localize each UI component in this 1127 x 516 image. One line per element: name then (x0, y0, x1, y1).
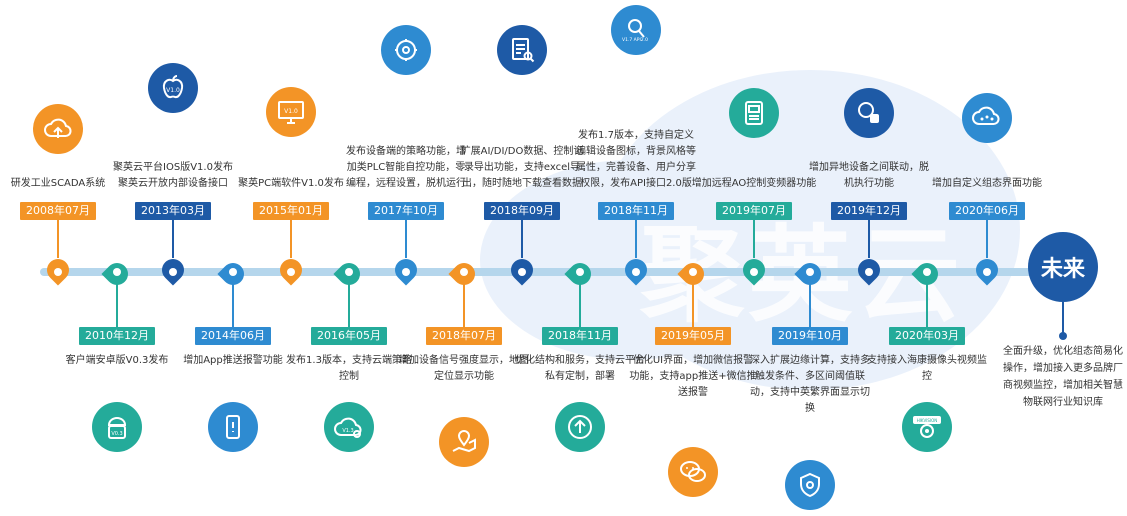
milestone-description: 研发工业SCADA系统 (10, 178, 106, 189)
milestone-description: 深入扩展边缘计算，支持多触发条件、多区间阈值联动，支持中英繁界面显示切换 (750, 355, 870, 414)
milestone-stem (348, 284, 350, 327)
milestone-date-badge: 2014年06月 (195, 327, 271, 345)
milestone-description: 客户端安卓版V0.3发布 (65, 355, 169, 366)
inverter-icon (729, 88, 779, 138)
milestone-dot (750, 268, 758, 276)
map-pin-icon (439, 417, 489, 467)
milestone-stem (521, 220, 523, 258)
milestone-dot (923, 268, 931, 276)
milestone-description: 增加远程AO控制变频器功能 (691, 178, 817, 189)
future-description: 全面升级，优化组态简易化操作，增加接入更多品牌厂商视频监控，增加相关智慧物联网行… (1003, 346, 1123, 408)
milestone-date-badge: 2013年03月 (135, 202, 211, 220)
milestone-description: 聚英云平台IOS版V1.0发布聚英云开放内部设备接口 (113, 162, 233, 189)
milestone-description: 增加App推送报警功能 (183, 355, 283, 366)
milestone-description: 优化结构和服务，支持云平台私有定制，部署 (515, 355, 645, 382)
milestone-description: 优化UI界面，增加微信报警功能，支持app推送+微信推送报警 (629, 355, 757, 398)
milestone-dot (229, 268, 237, 276)
milestone-dot (460, 268, 468, 276)
svg-text:V1.7 API2.0: V1.7 API2.0 (622, 37, 648, 43)
milestone-stem (579, 284, 581, 327)
network-cloud-icon (962, 93, 1012, 143)
upload-circle-icon (555, 402, 605, 452)
milestone-stem (290, 220, 292, 258)
milestone-stem (635, 220, 637, 258)
gear-cycle-icon (381, 25, 431, 75)
milestone-dot (865, 268, 873, 276)
cloud-upload-icon (33, 104, 83, 154)
milestone-description: 支持接入海康摄像头视频监控 (867, 355, 987, 382)
milestone-date-badge: 2015年01月 (253, 202, 329, 220)
phone-alarm-icon (208, 402, 258, 452)
milestone-date-badge: 2019年10月 (772, 327, 848, 345)
milestone-dot (518, 268, 526, 276)
milestone-description: 增加设备信号强度显示，地图定位显示功能 (399, 355, 529, 382)
milestone-stem (116, 284, 118, 327)
milestone-date-badge: 2018年11月 (598, 202, 674, 220)
camera-icon: HIKVISION (902, 402, 952, 452)
svg-text:V1.3: V1.3 (342, 428, 353, 434)
milestone-dot (576, 268, 584, 276)
milestone-dot (806, 268, 814, 276)
milestone-stem (172, 220, 174, 258)
monitor-icon: V1.0 (266, 87, 316, 137)
svg-text:V1.0: V1.0 (166, 87, 180, 94)
milestone-date-badge: 2019年05月 (655, 327, 731, 345)
milestone-dot (113, 268, 121, 276)
milestone-date-badge: 2018年07月 (426, 327, 502, 345)
shield-gear-icon (785, 460, 835, 510)
milestone-date-badge: 2016年05月 (311, 327, 387, 345)
svg-text:HIKVISION: HIKVISION (917, 418, 938, 423)
future-dot (1059, 332, 1067, 340)
milestone-dot (54, 268, 62, 276)
milestone-stem (809, 284, 811, 327)
milestone-stem (692, 284, 694, 327)
milestone-dot (402, 268, 410, 276)
milestone-date-badge: 2019年12月 (831, 202, 907, 220)
milestone-description: 扩展AI/DI/DO数据、控制记录导出功能，支持excel导出，随时随地下载查看… (460, 146, 584, 189)
milestone-description: 发布1.7版本，支持自定义编辑设备图标，背景风格等属性，完善设备、用户分享权限，… (576, 130, 696, 189)
milestone-description: 发布1.3版本，支持云端策略控制 (286, 355, 412, 382)
milestone-description: 增加自定义组态界面功能 (932, 178, 1042, 189)
milestone-date-badge: 2008年07月 (20, 202, 96, 220)
milestone-dot (689, 268, 697, 276)
milestone-dot (983, 268, 991, 276)
wechat-icon (668, 447, 718, 497)
milestone-stem (57, 220, 59, 258)
android-icon: V0.3 (92, 402, 142, 452)
milestone-stem (232, 284, 234, 327)
timeline-axis (40, 268, 1040, 276)
milestone-date-badge: 2010年12月 (79, 327, 155, 345)
future-circle: 未来 (1028, 232, 1098, 302)
svg-text:V0.3: V0.3 (111, 431, 122, 437)
apple-icon: V1.0 (148, 63, 198, 113)
milestone-stem (986, 220, 988, 258)
milestone-dot (169, 268, 177, 276)
milestone-date-badge: 2019年07月 (716, 202, 792, 220)
user-api-icon: V1.7 API2.0 (611, 5, 661, 55)
milestone-description: 增加异地设备之间联动，脱机执行功能 (809, 162, 929, 189)
milestone-dot (287, 268, 295, 276)
milestone-dot (632, 268, 640, 276)
milestone-description: 发布设备端的策略功能，增加类PLC智能自控功能，零编程，远程设置，脱机运行 (346, 146, 466, 189)
milestone-stem (868, 220, 870, 258)
milestone-date-badge: 2020年06月 (949, 202, 1025, 220)
milestone-date-badge: 2017年10月 (368, 202, 444, 220)
milestone-date-badge: 2018年09月 (484, 202, 560, 220)
link-nodes-icon (844, 88, 894, 138)
milestone-stem (405, 220, 407, 258)
milestone-date-badge: 2018年11月 (542, 327, 618, 345)
document-search-icon (497, 25, 547, 75)
milestone-date-badge: 2020年03月 (889, 327, 965, 345)
milestone-stem (463, 284, 465, 327)
future-stem (1062, 302, 1064, 334)
milestone-description: 聚英PC端软件V1.0发布 (238, 178, 344, 189)
milestone-dot (345, 268, 353, 276)
svg-text:V1.0: V1.0 (284, 108, 298, 115)
cloud-gear-icon: V1.3 (324, 402, 374, 452)
milestone-stem (926, 284, 928, 327)
milestone-stem (753, 220, 755, 258)
